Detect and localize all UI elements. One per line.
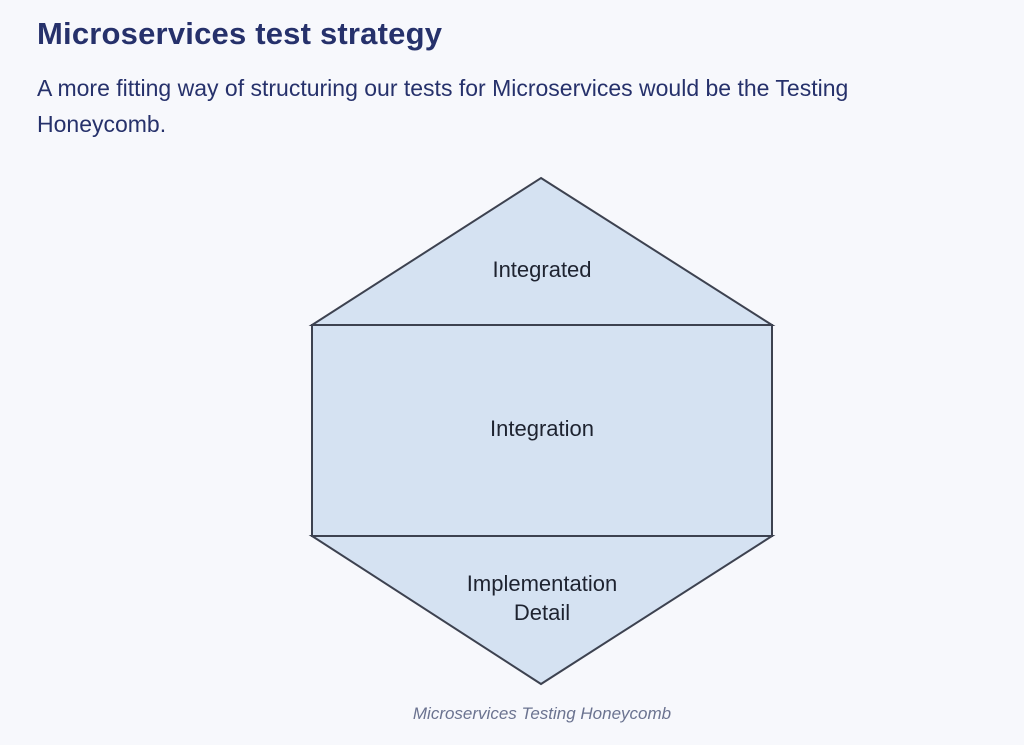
detail-label: Detail [514,600,570,625]
implementation-detail-triangle [308,535,776,686]
implementation-label: Implementation [467,571,617,596]
integration-rectangle [311,324,773,537]
integrated-triangle [308,176,776,326]
integration-label: Integration [490,416,594,441]
intro-paragraph: A more fitting way of structuring our te… [37,75,849,137]
section-heading: Microservices test strategy [37,16,443,51]
figure-caption: Microservices Testing Honeycomb [412,704,672,723]
integrated-label: Integrated [492,257,591,282]
